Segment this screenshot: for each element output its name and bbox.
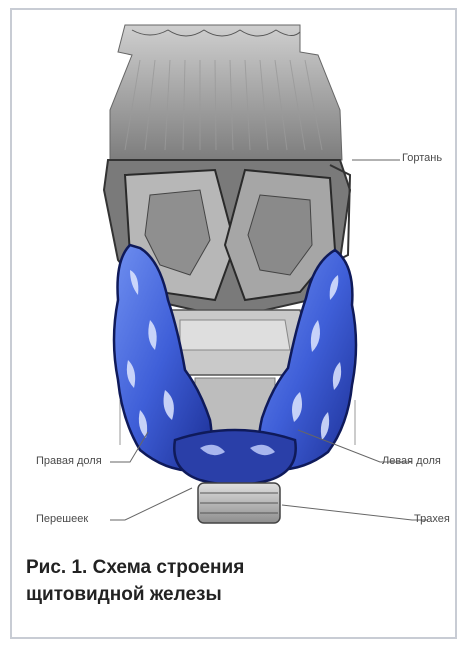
label-trachea: Трахея: [414, 513, 450, 525]
label-isthmus: Перешеек: [36, 513, 88, 525]
figure-caption: Рис. 1. Схема строения щитовидной железы: [26, 554, 326, 608]
label-larynx: Гортань: [402, 152, 442, 164]
isthmus: [174, 430, 295, 485]
hyoid-membrane: [110, 25, 342, 160]
label-right-lobe: Правая доля: [36, 455, 102, 467]
trachea: [198, 483, 280, 523]
caption-line-2: щитовидной железы: [26, 581, 326, 608]
label-left-lobe: Левая доля: [382, 455, 441, 467]
caption-line-1: Рис. 1. Схема строения: [26, 554, 326, 581]
